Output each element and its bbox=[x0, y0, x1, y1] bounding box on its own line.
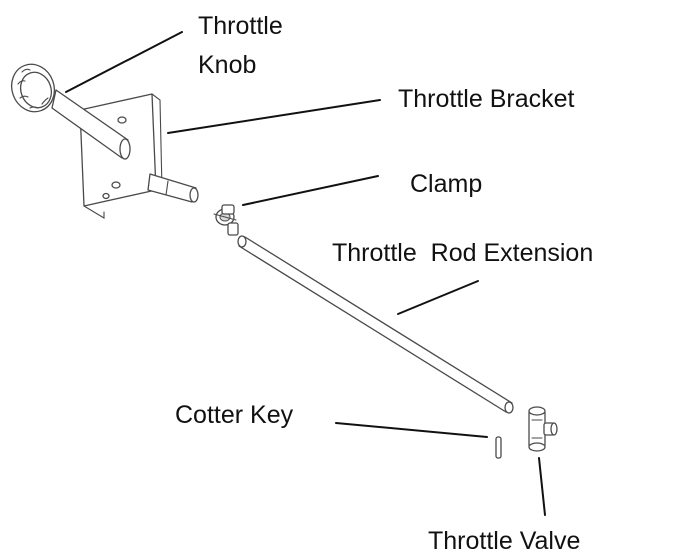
clamp bbox=[213, 204, 239, 236]
label-throttle-rod-extension: Throttle Rod Extension bbox=[332, 239, 593, 267]
leader-throttle-valve bbox=[538, 457, 546, 516]
throttle-rod-extension bbox=[237, 235, 514, 414]
leader-throttle-rod-extension bbox=[397, 280, 479, 315]
label-throttle-bracket: Throttle Bracket bbox=[398, 85, 575, 113]
label-clamp: Clamp bbox=[410, 170, 482, 198]
throttle-knob bbox=[10, 63, 131, 160]
cotter-key bbox=[495, 436, 502, 459]
label-throttle-knob-line1: Throttle bbox=[198, 12, 283, 40]
leader-cotter-key bbox=[335, 422, 488, 438]
label-throttle-knob-line2: Knob bbox=[198, 51, 256, 79]
throttle-valve bbox=[528, 406, 558, 452]
leader-throttle-knob bbox=[65, 31, 183, 93]
label-cotter-key: Cotter Key bbox=[175, 401, 294, 429]
leader-throttle-bracket bbox=[167, 99, 381, 134]
throttle-bracket bbox=[79, 93, 199, 219]
leader-clamp bbox=[242, 175, 379, 206]
label-throttle-valve: Throttle Valve bbox=[428, 527, 580, 555]
